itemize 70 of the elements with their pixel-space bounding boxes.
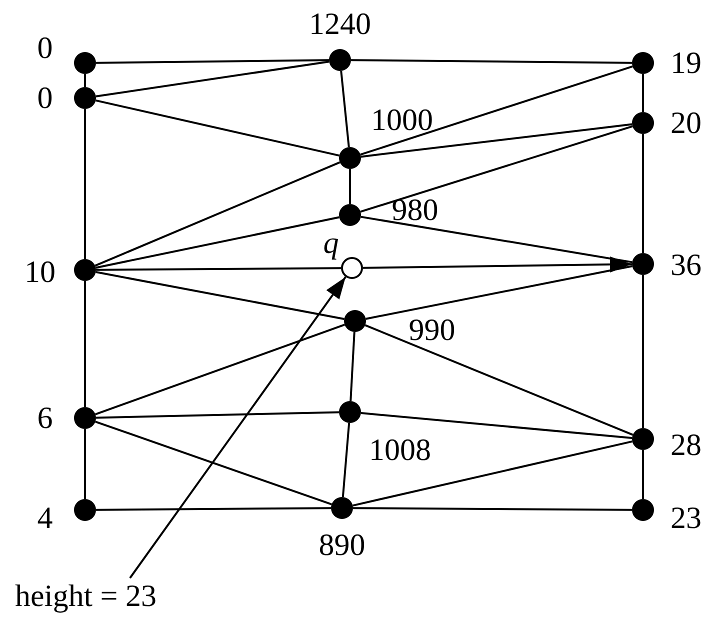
edge-line — [349, 169, 351, 204]
edge-line — [353, 507, 632, 511]
edge-line — [364, 324, 634, 436]
edge-line — [350, 59, 632, 64]
vertex-dot — [74, 499, 96, 521]
edge-line — [96, 267, 341, 271]
vertex-dot — [632, 52, 654, 74]
vertex-dot — [344, 310, 366, 332]
edge-line — [352, 440, 632, 507]
vertex-dot — [632, 428, 654, 450]
query-point — [341, 257, 363, 279]
height-value: 20 — [670, 106, 702, 140]
height-value: 23 — [670, 501, 702, 535]
edge-line — [96, 216, 340, 269]
vertex-dot — [329, 49, 351, 71]
edge-line — [94, 161, 340, 267]
edge-line — [342, 422, 350, 498]
height-value: 10 — [24, 255, 56, 289]
edge-line — [96, 411, 340, 419]
vertex-dot — [331, 497, 353, 519]
edge-line — [360, 216, 632, 264]
height-value: 1008 — [369, 433, 431, 467]
vertex-dot — [74, 259, 96, 281]
edge-line — [350, 332, 356, 402]
vertex-dot — [74, 87, 96, 109]
edge-line — [642, 450, 644, 499]
edge-line — [84, 109, 86, 259]
vertex-dot — [632, 499, 654, 521]
edge-line — [96, 59, 330, 64]
edge-line — [360, 125, 633, 213]
vertex-dot — [632, 112, 654, 134]
edge-line — [340, 70, 350, 148]
edge-line — [84, 281, 86, 407]
vertex-dot — [339, 401, 361, 423]
height-value: 19 — [670, 46, 702, 80]
height-value: 0 — [37, 31, 53, 65]
edge-line — [95, 324, 345, 416]
edge-line — [96, 507, 331, 511]
vertex-dot — [74, 407, 96, 429]
height-value: 1000 — [371, 103, 433, 137]
edge-line — [642, 74, 644, 112]
edge-line — [95, 420, 332, 506]
edge-line — [360, 123, 632, 158]
point-label: q — [323, 226, 339, 260]
height-value: 0 — [37, 81, 53, 115]
height-value: 28 — [670, 428, 702, 462]
height-value: 1240 — [309, 7, 371, 41]
leader-arrow — [129, 276, 346, 579]
arrow — [362, 256, 632, 272]
edge-line — [96, 271, 344, 320]
edge-line — [642, 134, 644, 253]
vertex-dot — [74, 52, 96, 74]
edge-line — [84, 429, 86, 499]
vertex-dot — [632, 253, 654, 275]
height-value: 4 — [37, 501, 53, 535]
height-value: 6 — [37, 401, 53, 435]
vertex-dot — [339, 147, 361, 169]
height-value: 990 — [408, 313, 456, 347]
edge-line — [360, 65, 633, 156]
edge-line — [84, 74, 86, 87]
height-value: 980 — [392, 193, 438, 227]
height-value: 36 — [670, 248, 702, 282]
edge-line — [96, 99, 340, 157]
vertex-dot — [339, 204, 361, 226]
edge-line — [360, 412, 632, 439]
edge-line — [642, 275, 644, 428]
annotation-text: height = 23 — [15, 578, 156, 614]
height-value: 890 — [318, 528, 366, 562]
edge-line — [96, 60, 330, 98]
edge-line — [366, 265, 632, 320]
